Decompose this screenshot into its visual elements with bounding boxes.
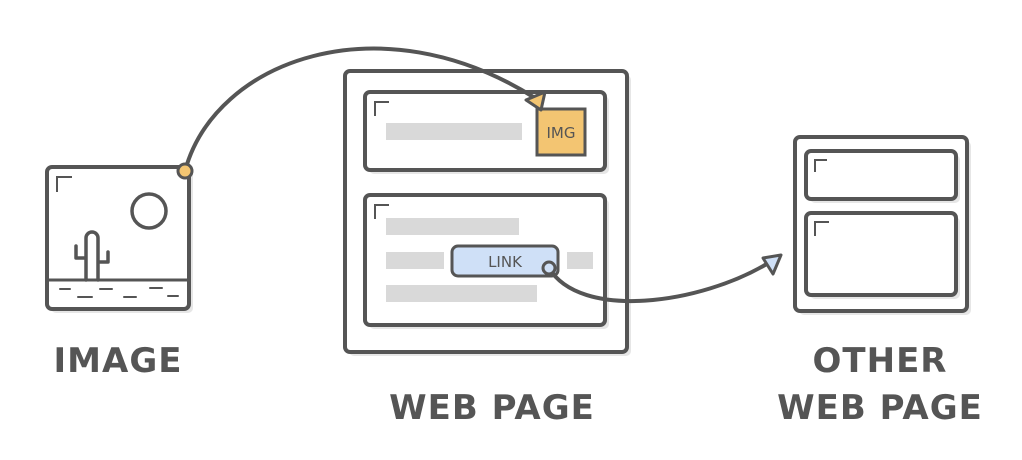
image-card-corner-mark bbox=[56, 176, 72, 192]
link-to-other-connector bbox=[547, 260, 772, 303]
cactus-icon bbox=[74, 230, 110, 282]
web-page-caption: WEB PAGE bbox=[389, 388, 595, 428]
link-tag-box bbox=[450, 244, 560, 278]
sand-dashes bbox=[59, 287, 179, 298]
placeholder-line bbox=[386, 285, 537, 302]
other-bottom-panel bbox=[804, 211, 958, 297]
placeholder-line bbox=[386, 218, 519, 235]
placeholder-line bbox=[567, 252, 593, 269]
top-panel-corner-mark bbox=[374, 101, 389, 116]
link-arrowhead-icon bbox=[761, 253, 783, 276]
image-card bbox=[45, 165, 191, 311]
image-connector-dot bbox=[176, 162, 194, 180]
other-caption-line2: WEB PAGE bbox=[777, 388, 983, 428]
web-page-node: IMG LINK bbox=[343, 69, 631, 356]
placeholder-line bbox=[386, 123, 522, 140]
img-arrowhead-icon bbox=[524, 90, 547, 112]
link-tag-label: LINK bbox=[488, 253, 523, 271]
img-tag-box bbox=[535, 107, 587, 157]
link-connector-dot bbox=[541, 260, 557, 276]
image-node bbox=[45, 165, 193, 313]
other-web-page-node bbox=[793, 135, 971, 315]
image-to-img-connector bbox=[183, 46, 537, 172]
other-bottom-panel-corner-mark bbox=[814, 221, 829, 236]
img-tag-label: IMG bbox=[547, 124, 576, 142]
bottom-panel-corner-mark bbox=[374, 204, 389, 219]
other-top-panel bbox=[804, 149, 958, 201]
image-caption: IMAGE bbox=[54, 341, 183, 381]
other-caption-line1: OTHER bbox=[813, 341, 948, 381]
other-top-panel-corner-mark bbox=[814, 159, 827, 172]
placeholder-line bbox=[386, 252, 444, 269]
sun-icon bbox=[130, 192, 168, 230]
